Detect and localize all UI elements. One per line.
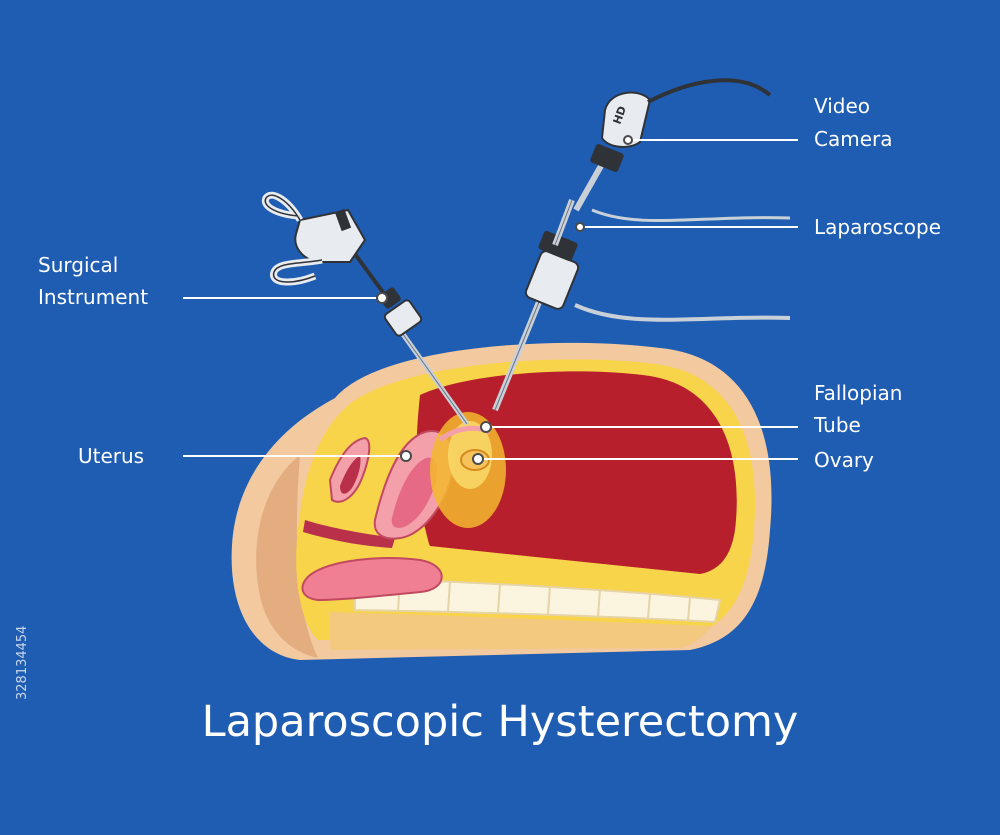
marker-uterus [400, 450, 412, 462]
back-layer [330, 612, 712, 650]
camera-badge: HD [611, 104, 629, 126]
marker-surgical-instrument [376, 292, 388, 304]
camera-head [600, 91, 652, 148]
label-laparoscope: Laparoscope [814, 215, 941, 239]
marker-video-camera [623, 135, 633, 145]
label-surgical-instrument-line2: Instrument [38, 285, 148, 309]
label-ovary: Ovary [814, 448, 874, 472]
marker-laparoscope [575, 222, 585, 232]
label-uterus: Uterus [78, 444, 144, 468]
label-video-camera-line1: Video [814, 94, 870, 118]
surgical-instrument-tool [261, 191, 470, 426]
bladder [301, 557, 443, 602]
instrument-port [383, 299, 423, 337]
marker-fallopian-tube [480, 421, 492, 433]
labels: Video Camera Laparoscope Surgical Instru… [38, 94, 941, 472]
label-fallopian-tube-line1: Fallopian [814, 381, 902, 405]
label-fallopian-tube-line2: Tube [813, 413, 861, 437]
stock-id: 328134454 [15, 626, 30, 700]
label-surgical-instrument-line1: Surgical [38, 253, 118, 277]
diagram-title: Laparoscopic Hysterectomy [202, 697, 799, 747]
uterus-inner [391, 457, 438, 528]
light-cable [591, 208, 791, 223]
laparoscope-tool: HD [492, 78, 791, 412]
leader-lines [183, 135, 798, 465]
camera-cable [647, 78, 772, 104]
spine-band [354, 576, 722, 624]
marker-ovary [472, 453, 484, 465]
label-video-camera-line2: Camera [814, 127, 893, 151]
instrument-handle [294, 208, 367, 263]
insufflation-tube [574, 303, 791, 322]
vaginal-canal [303, 520, 395, 548]
rectum-inner [340, 456, 361, 494]
abdomen-cross-section [231, 342, 772, 660]
abdominal-cavity [416, 371, 737, 574]
